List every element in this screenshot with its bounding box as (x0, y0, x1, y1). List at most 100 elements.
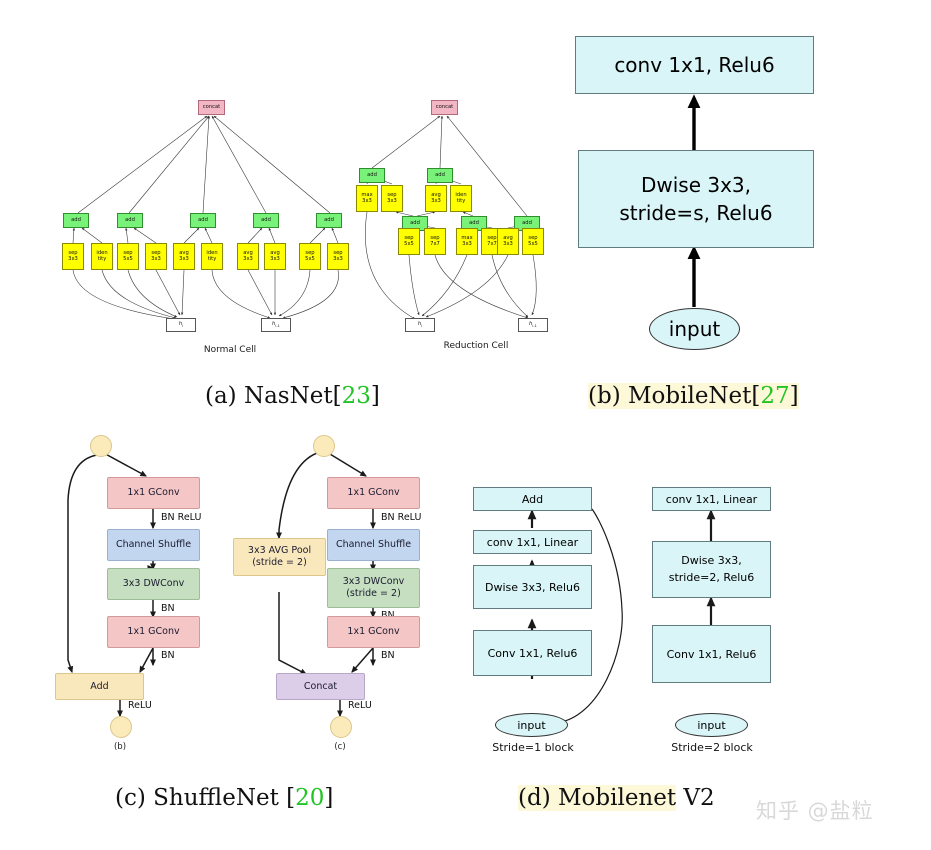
nasnet-reduction-input-hi: hi (405, 318, 435, 332)
mbv2-s2-conv-linear: conv 1x1, Linear (652, 487, 771, 511)
mbv2-s1-caption: Stride=1 block (472, 741, 594, 754)
box-label: conv 1x1, Relu6 (614, 53, 775, 77)
op-line2: 3x3 (462, 240, 472, 247)
op-line1: iden (206, 250, 218, 257)
box-label: 1x1 GConv (127, 626, 180, 638)
shufflenet-b-dwconv: 3x3 DWConv (107, 568, 200, 600)
caption-d: (d) Mobilenet V2 (518, 785, 715, 811)
shufflenet-b-add: Add (55, 673, 144, 700)
op-line2: 5x5 (123, 255, 133, 262)
box-label: Dwise 3x3, stride=s, Relu6 (619, 173, 773, 225)
op-line2: 5x5 (305, 255, 315, 262)
caption-c: (c) ShuffleNet [20] (115, 785, 333, 811)
nasnet-normal-add-5: add (316, 213, 342, 228)
node-label: add (469, 219, 479, 226)
nasnet-normal-op-8: avg 3x3 (264, 243, 286, 270)
box-label: Add (521, 492, 544, 506)
shufflenet-b-sublabel: (b) (100, 742, 140, 752)
caption-d-highlight: (d) Mobilenet (518, 785, 677, 811)
hbox-label: hi-1 (529, 320, 537, 328)
normal-cell-title: Normal Cell (160, 345, 300, 355)
nasnet-reduction-op-l3: max 3x3 (456, 228, 478, 255)
node-label: add (71, 216, 81, 223)
mbv2-s1-add: Add (473, 487, 592, 511)
caption-suffix: ] (370, 383, 380, 409)
nasnet-reduction-concat: concat (431, 100, 458, 115)
node-label: concat (435, 103, 454, 110)
op-line1: avg (503, 235, 513, 242)
op-line1: sep (528, 235, 538, 242)
shufflenet-b-edge-relu: ReLU (128, 700, 152, 711)
shufflenet-c-output-circle (330, 716, 352, 738)
op-line1: sep (404, 235, 414, 242)
box-label: Add (90, 680, 109, 692)
shufflenet-b-edge-bn2: BN (161, 650, 175, 661)
box-label-line1: 3x3 AVG Pool (247, 545, 312, 557)
nasnet-normal-op-6: iden tity (201, 243, 223, 270)
nasnet-reduction-op-l1: sep 5x5 (398, 228, 420, 255)
edge-label: BN (381, 610, 395, 621)
caption-d-text: Mobilenet (557, 785, 677, 811)
mobilenet-input-ellipse: input (649, 308, 740, 350)
watermark-text: 知乎 @盐粒 (756, 799, 874, 823)
op-line1: avg (431, 192, 441, 199)
op-line1: sep (430, 235, 440, 242)
edge-label: ReLU (128, 700, 152, 711)
box-label: 1x1 GConv (127, 487, 180, 499)
nasnet-normal-input-hi: hi (166, 318, 196, 332)
box-label: Dwise 3x3, Relu6 (485, 580, 580, 594)
nasnet-reduction-add-u1: add (359, 168, 385, 183)
box-label: 3x3 DWConv (122, 578, 185, 590)
mbv2-s1-input-ellipse: input (495, 713, 568, 737)
nasnet-reduction-op-u2: sep 3x3 (381, 185, 403, 212)
op-line2: 3x3 (333, 255, 343, 262)
node-label: add (125, 216, 135, 223)
edge-label: BN (381, 650, 395, 661)
nasnet-reduction-op-l6: sep 5x5 (522, 228, 544, 255)
op-line1: max (461, 235, 473, 242)
node-label: add (410, 219, 420, 226)
caption-suffix: ] (324, 785, 334, 811)
shufflenet-c-edge-bn1: BN (381, 610, 395, 621)
ellipse-label: input (517, 718, 546, 732)
nasnet-reduction-op-l5: avg 3x3 (497, 228, 519, 255)
box-label: conv 1x1, Linear (486, 535, 579, 549)
shufflenet-b-gconv-top: 1x1 GConv (107, 477, 200, 509)
caption-ref: 23 (341, 383, 371, 409)
edge-label: BN ReLU (161, 512, 202, 523)
shufflenet-b-channel-shuffle: Channel Shuffle (107, 529, 200, 561)
nasnet-normal-op-7: avg 3x3 (237, 243, 259, 270)
caption-text: Stride=1 block (492, 741, 574, 754)
ellipse-label: input (668, 317, 721, 341)
nasnet-normal-add-3: add (190, 213, 216, 228)
node-label: add (261, 216, 271, 223)
shufflenet-c-sublabel: (c) (320, 742, 360, 752)
mbv2-s1-conv-relu: Conv 1x1, Relu6 (473, 630, 592, 676)
nasnet-normal-add-2: add (117, 213, 143, 228)
box-label-line2: (stride = 2) (252, 557, 307, 568)
caption-ref: 20 (295, 785, 325, 811)
edge-label: ReLU (348, 700, 372, 711)
op-line2: 3x3 (503, 240, 513, 247)
nasnet-normal-op-5: avg 3x3 (173, 243, 195, 270)
caption-prefix: (a) NasNet[ (205, 383, 342, 409)
title-text: Reduction Cell (443, 341, 509, 351)
op-line2: 7x7 (487, 240, 497, 247)
mbv2-s2-dwise: Dwise 3x3, stride=2, Relu6 (652, 541, 771, 598)
shufflenet-c-gconv-bottom: 1x1 GConv (327, 616, 420, 648)
caption-ref: 27 (760, 383, 790, 409)
shufflenet-c-edge-bnrelu: BN ReLU (381, 512, 421, 523)
nasnet-reduction-op-l2: sep 7x7 (424, 228, 446, 255)
shufflenet-c-input-circle (313, 435, 335, 457)
node-label: add (324, 216, 334, 223)
ellipse-label: input (697, 718, 726, 732)
watermark: 知乎 @盐粒 (756, 795, 874, 825)
reduction-cell-title: Reduction Cell (406, 341, 546, 351)
box-label: conv 1x1, Linear (665, 492, 758, 506)
nasnet-normal-op-4: sep 3x3 (145, 243, 167, 270)
mobilenet-conv1x1-box: conv 1x1, Relu6 (575, 36, 814, 94)
shufflenet-b-edge-bn1: BN (161, 603, 175, 614)
box-label: Channel Shuffle (335, 539, 412, 551)
op-line2: 3x3 (243, 255, 253, 262)
